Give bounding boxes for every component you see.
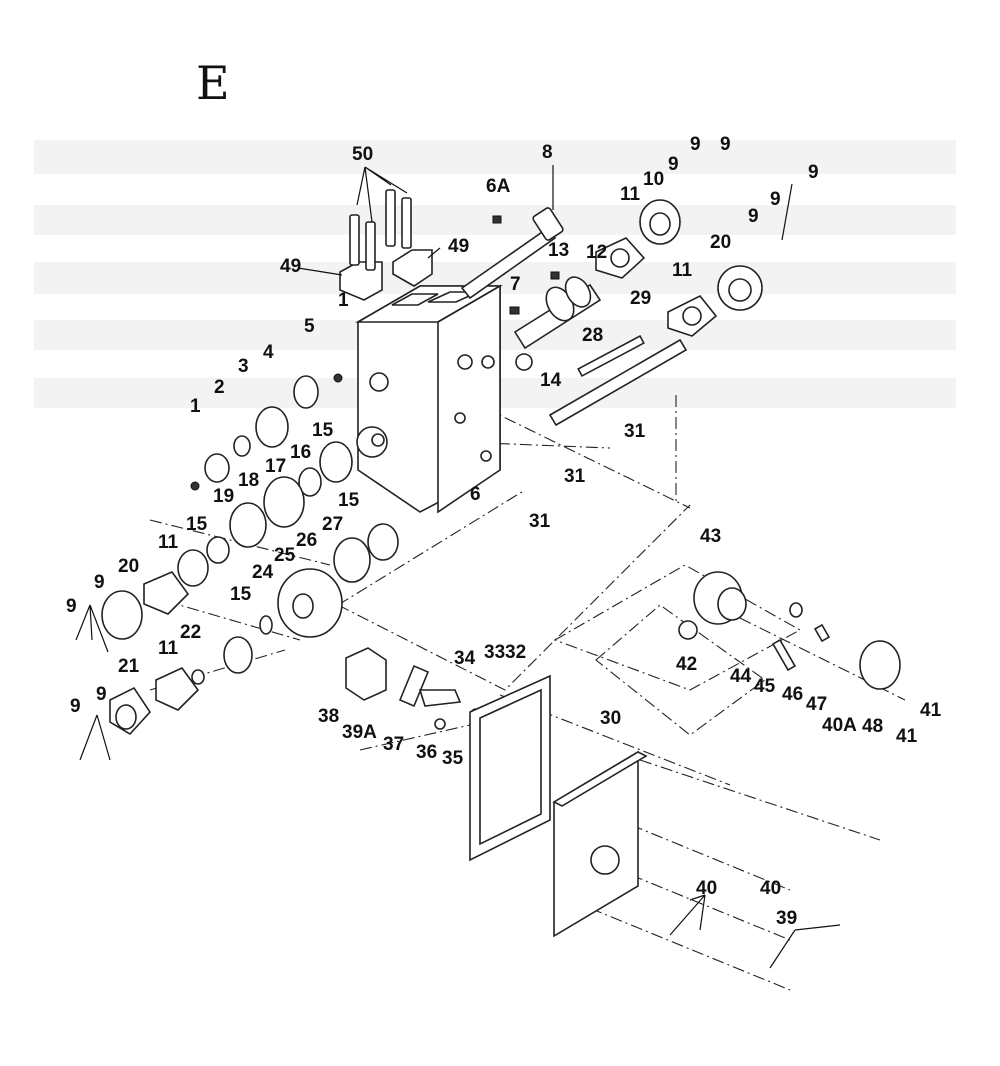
part-number-label: 11 <box>158 532 179 553</box>
part-number-label: 44 <box>730 666 752 687</box>
gearbox-housing <box>355 284 503 514</box>
part-number-label: 37 <box>383 734 404 755</box>
part-number-label: 33 <box>484 642 505 663</box>
part-number-label: 31 <box>529 511 551 532</box>
part-number-label: 40A <box>822 715 857 736</box>
part-number-label: 15 <box>230 584 252 605</box>
part-number-label: 41 <box>896 726 918 747</box>
right-flanges <box>595 199 763 337</box>
part-number-label: 31 <box>564 466 586 487</box>
part-number-label: 29 <box>630 288 651 309</box>
part-number-label: 21 <box>118 656 140 677</box>
part-number-label: 6A <box>486 176 511 197</box>
left-gear-stack <box>101 373 399 736</box>
part-number-label: 25 <box>274 545 296 566</box>
part-number-label: 40 <box>696 878 717 899</box>
part-number-label: 50 <box>352 144 373 165</box>
part-number-label: 30 <box>600 708 621 729</box>
part-number-label: 31 <box>624 421 646 442</box>
part-number-label: 22 <box>180 622 201 643</box>
part-number-label: 18 <box>238 470 259 491</box>
part-number-label: 20 <box>710 232 731 253</box>
part-number-label: 11 <box>672 260 693 281</box>
part-number-label: 36 <box>416 742 437 763</box>
background-band <box>34 140 956 174</box>
part-number-label: 9 <box>690 134 701 155</box>
part-number-label: 15 <box>338 490 360 511</box>
part-number-label: 9 <box>770 189 781 210</box>
part-number-label: 41 <box>920 700 942 721</box>
part-number-label: 11 <box>158 638 179 659</box>
part-number-label: 16 <box>290 442 311 463</box>
part-number-label: 42 <box>676 654 697 675</box>
mounting-blocks <box>339 189 433 301</box>
section-letter: E <box>196 56 230 110</box>
part-number-label: 1 <box>338 290 349 311</box>
part-number-label: 15 <box>186 514 208 535</box>
part-number-label: 35 <box>442 748 464 769</box>
part-number-label: 9 <box>70 696 81 717</box>
part-number-label: 6 <box>470 484 481 505</box>
part-number-label: 39A <box>342 722 377 743</box>
part-number-label: 43 <box>700 526 721 547</box>
part-number-label: 24 <box>252 562 274 583</box>
label-leaders <box>75 165 841 969</box>
part-number-label: 49 <box>280 256 301 277</box>
part-number-label: 4 <box>263 342 274 363</box>
part-number-label: 8 <box>542 142 553 163</box>
part-number-label: 17 <box>265 456 286 477</box>
part-number-label: 20 <box>118 556 139 577</box>
part-number-label: 19 <box>213 486 234 507</box>
part-number-label: 12 <box>586 242 607 263</box>
knob-assembly <box>678 571 901 690</box>
part-number-label: 46 <box>782 684 803 705</box>
part-number-label: 47 <box>806 694 827 715</box>
part-number-label: 3 <box>238 356 249 377</box>
part-number-label: 15 <box>312 420 334 441</box>
covers <box>469 674 648 938</box>
part-number-label: 9 <box>94 572 105 593</box>
part-number-label: 40 <box>760 878 781 899</box>
part-number-label: 45 <box>754 676 776 697</box>
part-number-label: 9 <box>748 206 759 227</box>
part-number-label: 26 <box>296 530 317 551</box>
part-number-label: 10 <box>643 169 664 190</box>
part-number-label: 32 <box>505 642 526 663</box>
part-number-label: 49 <box>448 236 469 257</box>
part-number-label: 1 <box>190 396 201 417</box>
part-number-label: 39 <box>776 908 797 929</box>
upper-shaft-parts <box>460 207 688 427</box>
part-number-label: 5 <box>304 316 315 337</box>
part-number-label: 28 <box>582 325 603 346</box>
part-number-label: 11 <box>620 184 641 205</box>
part-number-label: 9 <box>66 596 77 617</box>
part-number-label: 9 <box>96 684 107 705</box>
part-number-label: 14 <box>540 370 562 391</box>
part-number-label: 9 <box>808 162 819 183</box>
part-number-label: 7 <box>510 274 521 295</box>
part-number-label: 2 <box>214 377 225 398</box>
part-number-label: 13 <box>548 240 569 261</box>
part-number-label: 9 <box>720 134 731 155</box>
part-number-label: 27 <box>322 514 343 535</box>
part-number-label: 38 <box>318 706 339 727</box>
part-number-label: 9 <box>668 154 679 175</box>
part-number-label: 48 <box>862 716 883 737</box>
part-number-label: 34 <box>454 648 476 669</box>
